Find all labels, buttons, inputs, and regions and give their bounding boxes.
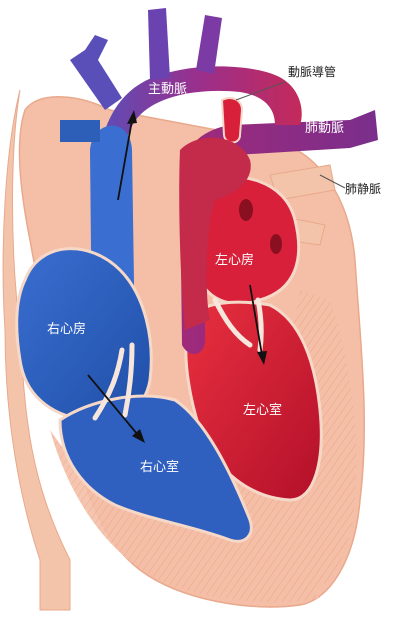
right-ventricle: [58, 394, 253, 543]
label-right-ventricle: 右心室: [140, 459, 179, 475]
label-left-ventricle: 左心室: [243, 402, 282, 418]
label-pulmonary-artery: 肺動脈: [305, 121, 344, 136]
leader-pulmonary-vein: [319, 174, 346, 189]
aorta-branch-right: [196, 15, 222, 74]
vena-cava-connector: [60, 120, 100, 142]
label-right-atrium: 右心房: [47, 321, 86, 337]
aorta-branch-left: [70, 35, 122, 110]
arrow-ra-rv: [87, 374, 139, 436]
tricuspid-valve: [92, 342, 135, 421]
arrow-up-svc: [117, 119, 133, 201]
label-left-atrium: 左心房: [215, 252, 254, 268]
label-aorta: 主動脈: [148, 82, 187, 97]
leader-ductus: [235, 81, 286, 101]
pericardium-outer: [2, 89, 71, 611]
aorta-root: [179, 137, 251, 330]
aorta: [95, 66, 302, 200]
flow-arrows: [87, 110, 267, 443]
label-ductus-arteriosus: 動脈導管: [288, 64, 336, 79]
arrowhead-la-lv: [257, 351, 267, 365]
ductus-arteriosus: [220, 97, 244, 144]
arrowhead-ra-rv: [132, 429, 145, 443]
aorta-branch-middle: [148, 8, 170, 80]
pulmonary-artery: [180, 110, 378, 355]
label-pulmonary-vein: 肺静脈: [345, 182, 381, 196]
pulmonary-vein-opening-1: [239, 199, 253, 221]
arrowhead-up-svc: [127, 110, 137, 124]
arrow-la-lv: [249, 284, 263, 356]
pulmonary-vein-opening-2: [270, 234, 282, 254]
